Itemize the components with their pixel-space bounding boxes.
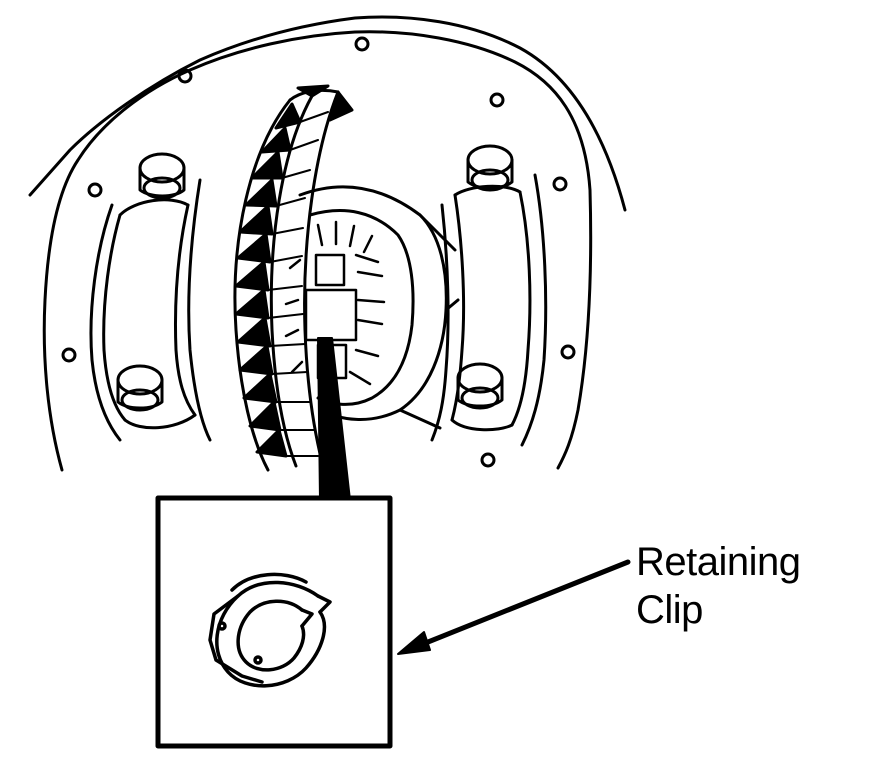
retaining-clip (208, 572, 332, 688)
housing-outline (28, 15, 627, 472)
differential-case (298, 185, 460, 430)
right-cap-bolts (456, 144, 514, 410)
retaining-clip-label: Retaining Clip (636, 538, 801, 634)
callout-arrow (397, 559, 631, 655)
left-cap-bolts (116, 152, 186, 412)
inset-detail-box (155, 495, 393, 749)
ring-gear-tooth-lines (267, 111, 329, 457)
rim-bolt-holes (61, 36, 576, 468)
retaining-clip-label-line1: Retaining (636, 540, 801, 584)
left-bearing-cap (89, 178, 212, 442)
right-bearing-cap (430, 173, 548, 447)
retaining-clip-label-line2: Clip (636, 588, 703, 632)
ring-gear-teeth (234, 84, 354, 458)
